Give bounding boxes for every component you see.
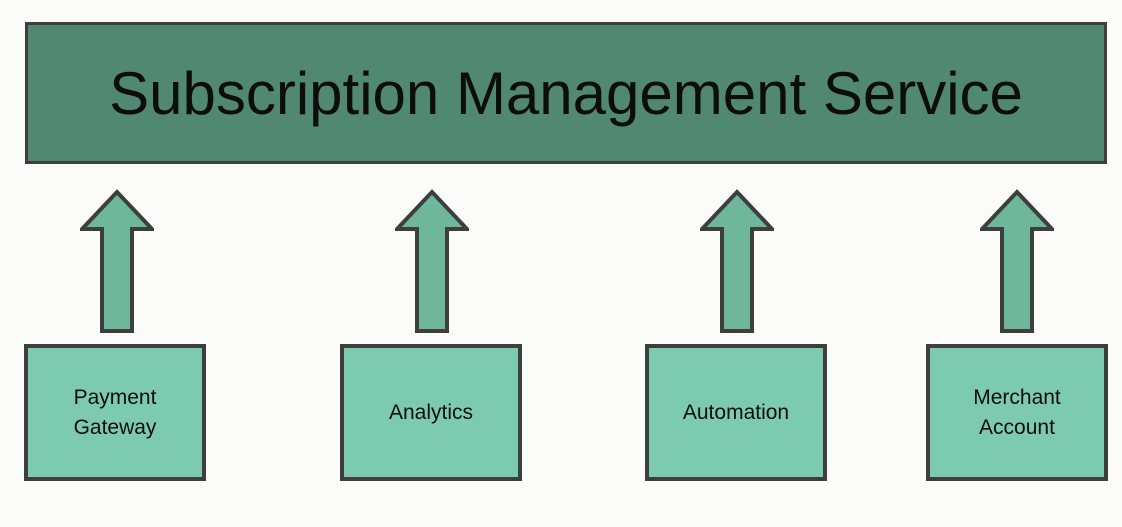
up-arrow-merchant-account <box>980 189 1054 333</box>
up-arrow-payment-gateway <box>80 189 154 333</box>
component-label: Analytics <box>388 400 474 424</box>
component-box-merchant-account: Merchant Account <box>926 344 1108 481</box>
service-box: Subscription Management Service <box>25 22 1107 164</box>
component-label: Automation <box>682 400 790 424</box>
component-box-automation: Automation <box>645 344 827 481</box>
component-box-payment-gateway: Payment Gateway <box>24 344 206 481</box>
up-arrow-automation <box>700 189 774 333</box>
up-arrow-analytics <box>395 189 469 333</box>
arrow-up-icon <box>80 189 154 333</box>
component-label: Payment Gateway <box>73 386 157 439</box>
component-label: Merchant Account <box>973 386 1061 439</box>
service-title: Subscription Management Service <box>109 59 1023 127</box>
arrow-up-icon <box>980 189 1054 333</box>
arrow-up-icon <box>700 189 774 333</box>
component-box-analytics: Analytics <box>340 344 522 481</box>
arrow-up-icon <box>395 189 469 333</box>
